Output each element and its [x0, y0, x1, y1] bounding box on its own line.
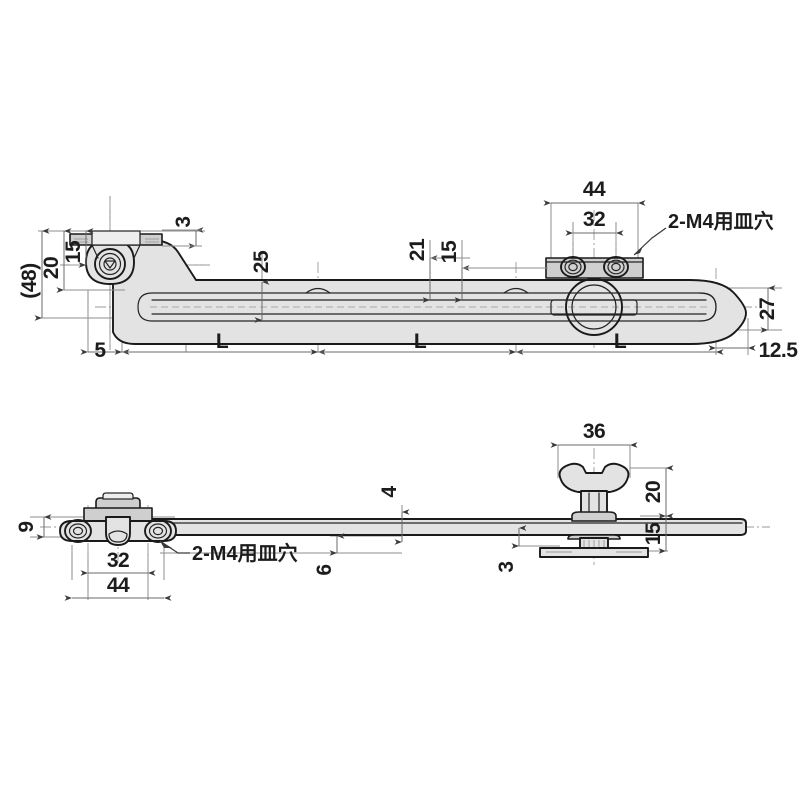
dim-offset-15: 15: [438, 240, 548, 303]
side-view-group: 9 32 44 2-M4用皿穴 4: [15, 420, 770, 601]
side-view-left-plate: [59, 492, 177, 546]
dim-hole-spacing-outer-side: 44: [64, 574, 172, 601]
side-view-center-lines: [40, 448, 770, 565]
dim-label-plate-edge: 3: [172, 216, 195, 227]
dim-bar-offset: 6: [313, 533, 345, 576]
dim-label-base-thickness: 3: [495, 561, 518, 572]
dim-label-hole-spacing-outer-side: 44: [107, 574, 130, 597]
dim-plate-height: 9: [15, 514, 52, 540]
top-view-knob-ring: [550, 278, 638, 336]
dim-label-end-radius-height: 27: [756, 298, 779, 320]
note-countersink-top: 2-M4用皿穴: [633, 209, 774, 256]
dim-label-knob-height: 20: [642, 481, 665, 503]
side-countersink-hole-left: [64, 519, 92, 543]
dim-base-height: 15: [642, 513, 674, 554]
note-label-countersink-side: 2-M4用皿穴: [192, 541, 298, 565]
dim-base-thickness: 3: [495, 525, 527, 573]
dim-end-offset: 12.5: [708, 339, 799, 362]
dim-label-hole-spacing-inner-side: 32: [107, 549, 129, 572]
dim-knob-height: 20: [642, 465, 674, 519]
dim-left-offset: 5: [80, 339, 130, 362]
dim-label-plate-zone: 15: [62, 240, 85, 263]
dim-segments-L: L L L: [114, 330, 724, 355]
dim-label-hole-spacing-inner-top: 32: [583, 208, 605, 231]
dim-arm-width: 25: [250, 250, 273, 323]
dim-label-plate-to-pivot: 20: [40, 257, 63, 279]
side-view-knob: [539, 462, 649, 558]
note-label-countersink-top: 2-M4用皿穴: [668, 209, 774, 233]
dim-label-arm-width: 25: [250, 250, 273, 273]
dim-label-plate-height: 9: [15, 521, 38, 532]
dim-label-offset-15: 15: [438, 240, 461, 263]
dim-label-segment-2: L: [414, 330, 427, 353]
countersink-hole-left: [560, 256, 586, 278]
dim-hole-spacing-outer-top: 44: [543, 178, 646, 206]
dim-offset-21: 21: [406, 238, 470, 303]
dim-label-offset-21: 21: [406, 238, 429, 261]
dim-overall-height: (48): [18, 228, 50, 321]
dim-label-segment-3: L: [614, 330, 627, 353]
dim-label-end-offset: 12.5: [759, 339, 799, 362]
note-countersink-side: 2-M4用皿穴: [159, 540, 298, 565]
dim-plate-zone: 15: [62, 228, 94, 268]
dim-plate-to-pivot: 20: [40, 228, 125, 293]
dim-label-base-height: 15: [642, 522, 665, 545]
side-countersink-hole-right: [144, 519, 172, 543]
dim-end-radius-height: 27: [756, 285, 779, 333]
dim-label-segment-1: L: [216, 330, 229, 353]
dim-label-bar-thickness: 4: [378, 486, 401, 498]
dim-label-hole-spacing-outer-top: 44: [583, 178, 606, 201]
dim-bar-thickness: 4: [378, 486, 410, 545]
top-view-right-end-eye: [699, 292, 717, 322]
countersink-hole-right: [603, 256, 629, 278]
top-view-right-mounting-plate: [545, 256, 644, 279]
dim-hole-spacing-inner-top: 32: [565, 208, 624, 236]
side-view-bar: [107, 518, 747, 536]
dim-plate-edge: 3: [162, 216, 204, 249]
dim-knob-width: 36: [550, 420, 638, 448]
dim-label-knob-width: 36: [583, 420, 605, 443]
top-view-pivot-boss: [85, 239, 135, 285]
top-view-group: (48) 20 15 3 25: [18, 178, 799, 362]
dim-label-bar-offset: 6: [313, 564, 336, 575]
dim-label-overall-height: (48): [18, 263, 41, 298]
dim-label-left-offset: 5: [94, 339, 106, 362]
dim-hole-spacing-inner-side: 32: [80, 549, 156, 576]
